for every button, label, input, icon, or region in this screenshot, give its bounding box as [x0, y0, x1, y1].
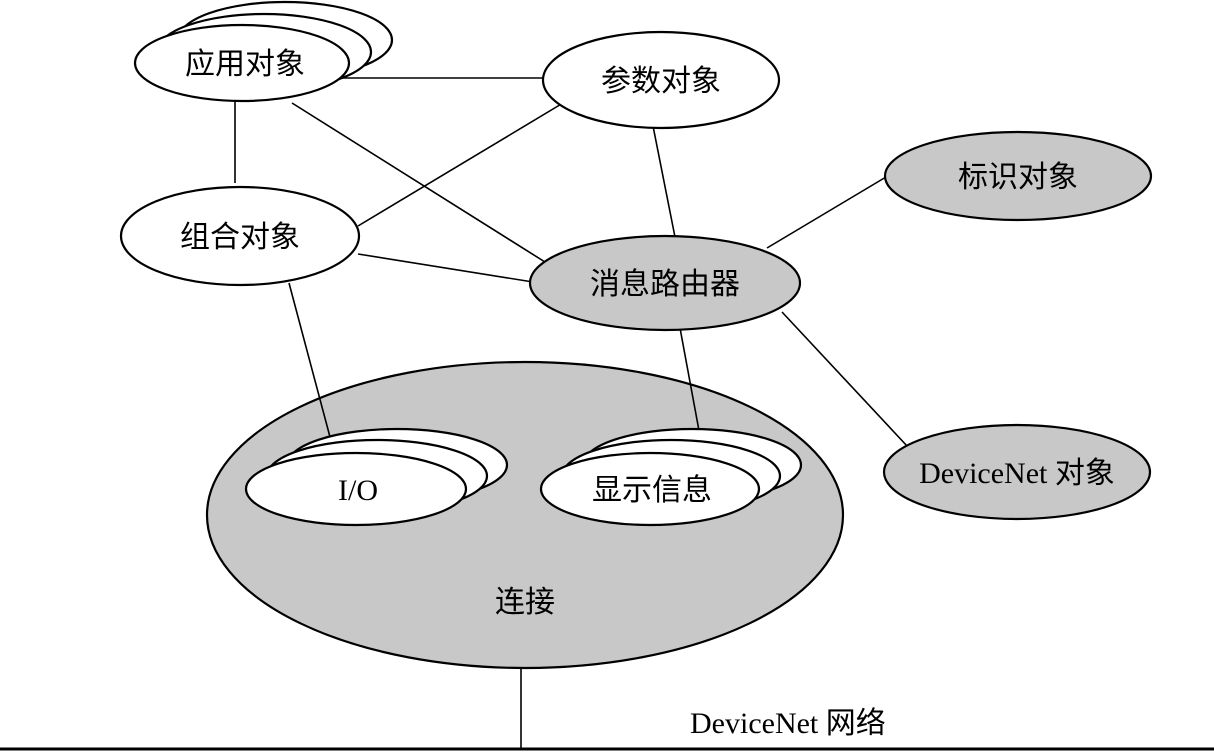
line-app-router	[291, 102, 546, 263]
devicenet-object-label: DeviceNet 对象	[919, 457, 1115, 490]
identity-object-node: 标识对象	[883, 130, 1153, 222]
application-object-node: 应用对象	[133, 0, 394, 103]
assembly-object-node: 组合对象	[119, 185, 361, 287]
line-parameter-router	[652, 125, 676, 238]
line-router-identity	[766, 176, 887, 249]
line-assembly-parameter	[357, 102, 564, 227]
io-label: I/O	[338, 474, 378, 507]
line-assembly-router	[357, 253, 534, 283]
message-router-label: 消息路由器	[590, 268, 740, 301]
identity-object-label: 标识对象	[958, 161, 1078, 194]
explicit-message-node: 显示信息	[539, 427, 803, 527]
application-object-label: 应用对象	[185, 48, 305, 81]
line-router-devicenet	[781, 311, 909, 448]
io-connection-node: I/O	[244, 427, 509, 527]
explicit-message-label: 显示信息	[592, 474, 712, 507]
assembly-object-label: 组合对象	[180, 221, 300, 254]
connection-label: 连接	[495, 586, 555, 619]
network-label: DeviceNet 网络	[690, 707, 886, 740]
line-router-explicit	[679, 327, 701, 437]
devicenet-network-bus: DeviceNet 网络	[0, 707, 1214, 751]
line-assembly-io	[288, 282, 331, 438]
parameter-object-node: 参数对象	[541, 30, 781, 130]
message-router-node: 消息路由器	[528, 234, 802, 332]
devicenet-object-node: DeviceNet 对象	[882, 423, 1152, 521]
connector-lines	[234, 77, 909, 750]
parameter-object-label: 参数对象	[601, 65, 721, 98]
